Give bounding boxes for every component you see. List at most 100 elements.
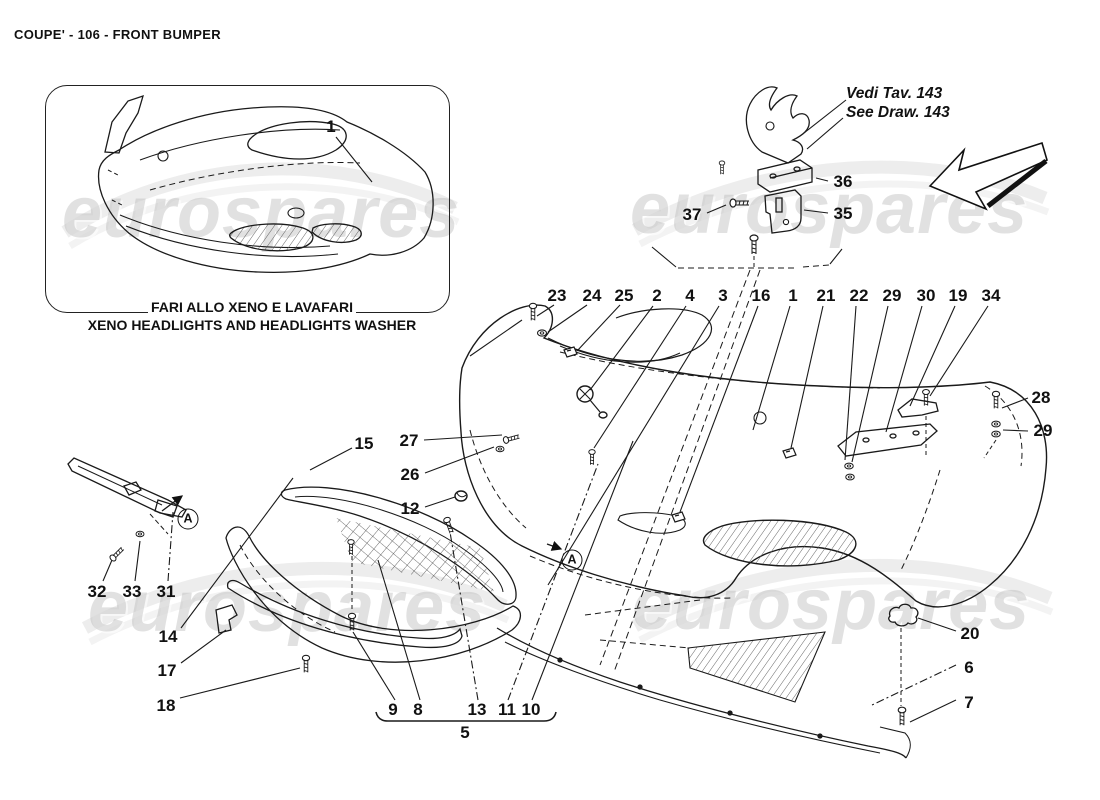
swoosh [88,580,510,646]
bolt-7-icon [897,706,907,726]
hook-bracket [745,86,810,164]
leader-line [1002,429,1029,432]
part-callout-30: 30 [916,286,936,305]
leader-line [1001,397,1029,409]
screw-32-icon [108,545,126,563]
inset-caption-italian: FARI ALLO XENO E LAVAFARI [148,299,356,315]
leader-line [790,305,824,449]
part-callout-22: 22 [849,286,869,305]
part-callout-35: 35 [833,204,853,223]
clip-16-icon [671,511,686,523]
stud-4-icon [588,449,596,466]
part-callout-37: 37 [682,205,702,224]
leader-line [917,617,957,632]
clip-20-icon [888,603,919,627]
inset-bumper-drawing [97,94,434,273]
grille-drawing [225,486,522,663]
washer-24-icon [536,329,548,337]
leader-line [929,305,989,397]
part-callout-9: 9 [388,700,398,719]
right-brackets-drawing [837,388,1001,481]
screw-27-icon [502,432,521,445]
leader-line [851,305,889,463]
part-callout-10: 10 [521,700,541,719]
part-callout-19: 19 [948,286,968,305]
leader-line [869,664,957,707]
part-callout-23: 23 [547,286,567,305]
part-callout-32: 32 [87,582,107,601]
part-callout-2: 2 [652,286,662,305]
part-callout-8: 8 [413,700,423,719]
part-callout-14: 14 [158,627,178,646]
clip-17 [215,604,238,634]
bolt-18-icon [301,654,311,673]
leader-line [179,667,301,699]
washer-29-icon [991,430,1001,438]
bolt-28-icon [991,390,1001,409]
leader-lines [102,99,1029,723]
part-callout-3: 3 [718,286,728,305]
part-callout-18: 18 [156,696,176,715]
bolt-23-icon [528,302,538,322]
leader-line [180,629,227,664]
grommet-12-icon [454,490,468,502]
reference-note-english: See Draw. 143 [846,104,950,121]
reference-note: Vedi Tav. 143 See Draw. 143 [846,84,950,122]
detail-marker-a-center: A [561,549,583,571]
part-callout-31: 31 [156,582,176,601]
pin-icon [718,160,726,175]
leader-line [815,177,829,182]
main-bumper-drawing [454,302,1048,608]
swoosh [61,162,458,238]
leader-line [547,304,588,333]
clip-21-icon [782,447,797,459]
part-callout-15: 15 [354,434,374,453]
grille-mesh [336,518,494,592]
swoosh [81,561,508,634]
screw-13-icon [442,515,456,535]
watermark-text: eurospares [632,565,1031,645]
part-callout-33: 33 [122,582,142,601]
part-callout-25: 25 [614,286,634,305]
part-callout-28: 28 [1031,388,1051,407]
undertray-drawing [215,579,919,759]
leader-line [803,99,847,134]
leader-line [844,305,857,461]
part-callout-16: 16 [751,286,771,305]
leader-line [806,117,844,150]
leader-line [531,440,634,701]
screw-37-icon [729,198,750,208]
detail-a-arrow [161,495,184,512]
part-callout-5: 5 [460,723,470,742]
bolt-34-icon [922,388,930,407]
leader-line [589,305,654,391]
bracket-36 [757,159,813,193]
part-callout-20: 20 [960,624,980,643]
splash-panel [687,631,826,703]
leader-line [547,305,720,586]
bracket-19 [897,398,939,418]
part-callout-17: 17 [157,661,177,680]
mounting-bolt-icon [749,234,759,255]
part-callout-13: 13 [467,700,487,719]
part-callout-1-inset: 1 [326,117,336,136]
leader-line [507,463,599,701]
part-callout-34: 34 [981,286,1001,305]
detail-marker-a-left: A [177,508,199,530]
reference-note-italian: Vedi Tav. 143 [846,85,943,102]
part-callout-24: 24 [582,286,602,305]
washer-29-icon [845,473,855,481]
emblem-fastener [576,385,608,419]
part-callout-7: 7 [964,693,974,712]
swoosh [68,183,460,249]
washer-29-icon [844,462,854,470]
part-callout-12: 12 [400,499,420,518]
inset-caption: FARI ALLO XENO E LAVAFARI XENO HEADLIGHT… [56,299,448,335]
part-callout-29-right: 29 [1033,421,1053,440]
bracket-35 [764,189,802,234]
leader-line [335,136,373,183]
leader-line [377,559,421,701]
leader-line [180,477,294,629]
leader-line [424,496,456,508]
